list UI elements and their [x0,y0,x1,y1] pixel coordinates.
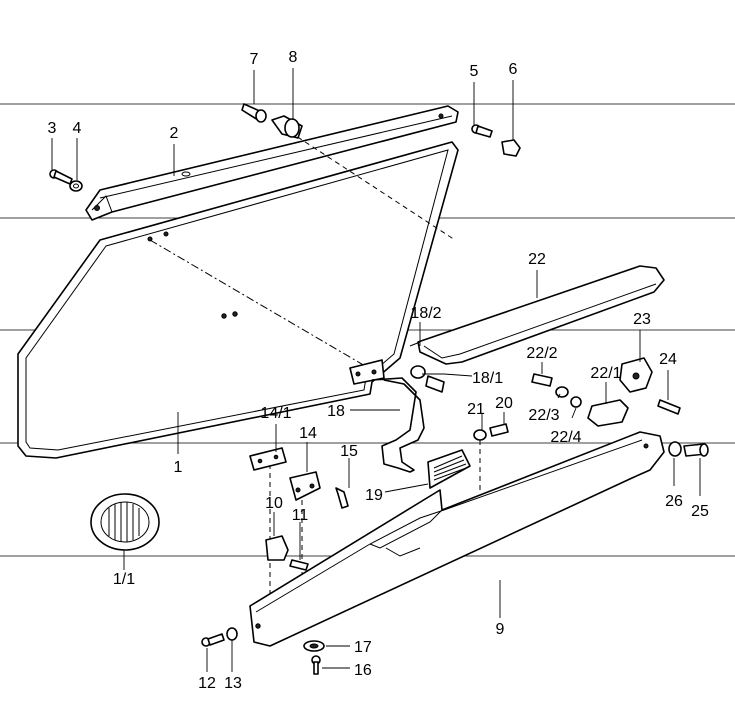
label-19: 19 [365,487,383,504]
washer-part-13 [226,627,238,641]
label-18-2: 18/2 [410,305,441,322]
screw-part-24 [657,399,681,415]
label-22-1: 22/1 [590,365,621,382]
label-5: 5 [470,63,479,80]
leader-lines [51,68,701,672]
label-4: 4 [73,120,82,137]
label-2: 2 [170,125,179,142]
clip-part-8 [271,115,303,139]
screw-part-11 [289,559,309,571]
label-13: 13 [224,675,242,692]
plate-part-14-1 [249,447,287,471]
lower-pocket-part-9 [249,431,665,647]
label-14: 14 [299,425,317,442]
label-1: 1 [174,459,183,476]
clip-part-10 [265,535,289,561]
screw-part-3 [49,169,73,185]
label-12: 12 [198,675,216,692]
washer-part-22-4 [570,396,582,408]
label-23: 23 [633,311,651,328]
label-22-4: 22/4 [550,429,581,446]
label-22-2: 22/2 [526,345,557,362]
label-24: 24 [659,351,677,368]
label-15: 15 [340,443,358,460]
label-26: 26 [665,493,683,510]
upper-trim-strip-part-2 [85,105,459,221]
label-18-1: 18/1 [472,370,503,387]
label-7: 7 [250,51,259,68]
screw-part-20 [489,423,509,437]
washer-part-22-3 [555,386,569,398]
block-part-22-1 [587,399,629,427]
label-20: 20 [495,395,513,412]
label-16: 16 [354,662,372,679]
screw-part-15 [335,487,349,509]
label-11: 11 [292,507,309,524]
screw-part-25 [683,443,709,457]
label-1-1: 1/1 [113,571,135,588]
washer-part-17 [303,640,325,652]
label-18: 18 [327,403,345,420]
cap-part-6 [501,139,521,157]
label-10: 10 [265,495,283,512]
part-labels: 7 8 5 6 3 4 2 22 18/2 23 22/2 24 22/1 18… [48,49,709,692]
label-21: 21 [467,401,485,418]
screw-part-12 [201,633,225,647]
nut-part-18-1 [410,365,445,393]
label-22-3: 22/3 [528,407,559,424]
screw-part-16 [311,655,321,675]
label-25: 25 [691,503,709,520]
washer-part-21 [473,429,487,441]
screw-part-22-2 [531,373,553,387]
label-3: 3 [48,120,57,137]
latch-part-23 [619,357,653,393]
bracket-part-18 [349,359,425,473]
door-panel-part-1 [17,141,459,459]
clip-part-14 [289,471,321,501]
washer-part-26 [668,441,682,457]
grille-part-19 [427,449,471,489]
label-9: 9 [496,621,505,638]
label-17: 17 [354,639,372,656]
label-14-1: 14/1 [260,405,291,422]
pin-part-7 [241,103,267,123]
screw-part-5 [471,124,493,138]
armrest-top-part-22 [409,265,665,365]
label-22: 22 [528,251,546,268]
label-8: 8 [289,49,298,66]
washer-part-4 [69,180,83,192]
label-6: 6 [509,61,518,78]
speaker-grille-part-1-1 [90,493,160,551]
